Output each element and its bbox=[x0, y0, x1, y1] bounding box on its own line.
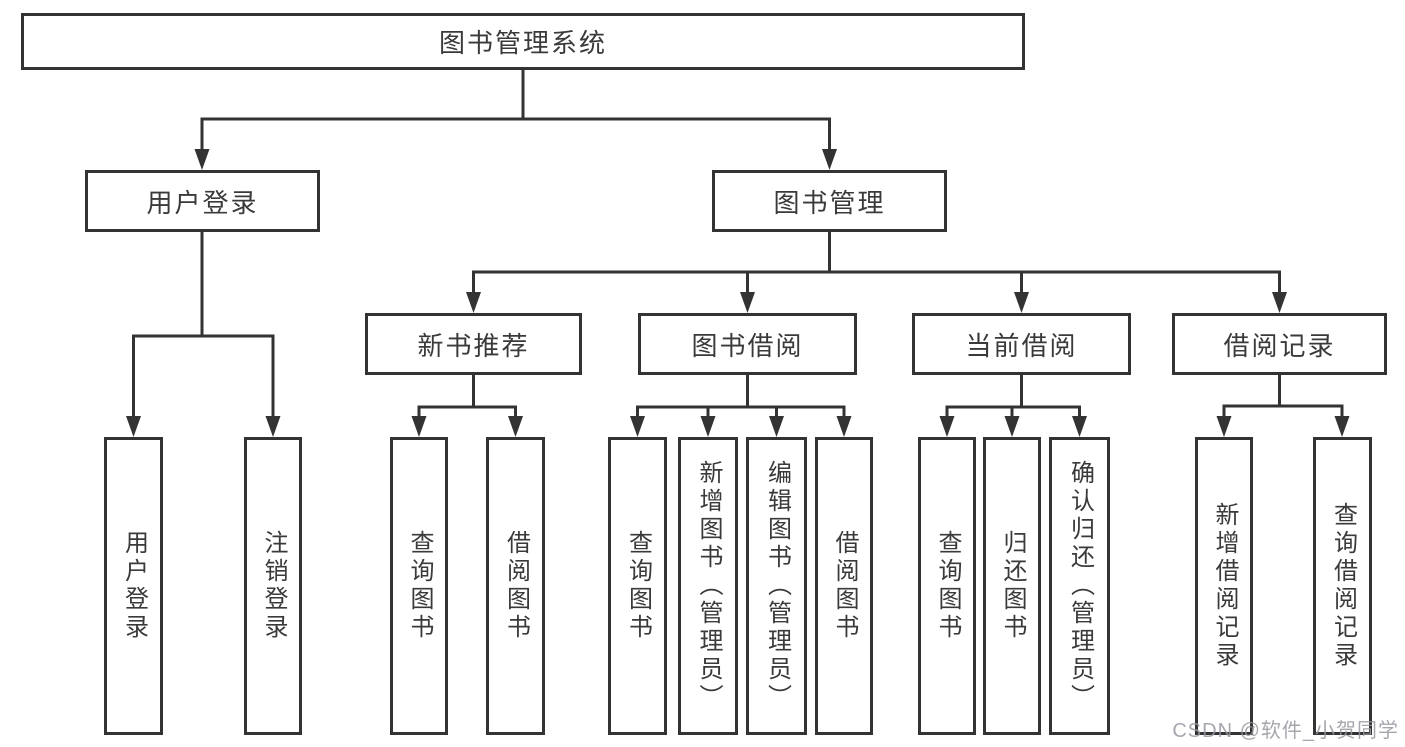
node-book-management: 图书管理 bbox=[712, 170, 947, 232]
leaf-user-login: 用户登录 bbox=[104, 437, 163, 735]
leaf-query-borrow-record: 查询借阅记录 bbox=[1313, 437, 1372, 735]
node-borrowing-records: 借阅记录 bbox=[1172, 313, 1387, 375]
node-user-login: 用户登录 bbox=[85, 170, 320, 232]
leaf-confirm-return-admin: 确认归还（管理员） bbox=[1049, 437, 1110, 735]
leaf-edit-books-admin: 编辑图书（管理员） bbox=[746, 437, 807, 735]
leaf-add-borrow-record: 新增借阅记录 bbox=[1195, 437, 1253, 735]
csdn-watermark: CSDN @软件_小贺同学 bbox=[1172, 720, 1399, 742]
node-library-management-system: 图书管理系统 bbox=[21, 13, 1025, 70]
leaf-borrow-books-recommend: 借阅图书 bbox=[486, 437, 545, 735]
leaf-borrow-books: 借阅图书 bbox=[815, 437, 873, 735]
leaf-add-books-admin: 新增图书（管理员） bbox=[678, 437, 738, 735]
leaf-query-books-current: 查询图书 bbox=[918, 437, 976, 735]
leaf-logout: 注销登录 bbox=[244, 437, 302, 735]
leaf-query-books-recommend: 查询图书 bbox=[390, 437, 448, 735]
arrowheads bbox=[126, 149, 1350, 437]
node-new-book-recommendation: 新书推荐 bbox=[365, 313, 582, 375]
node-book-borrowing: 图书借阅 bbox=[638, 313, 857, 375]
leaf-return-books: 归还图书 bbox=[983, 437, 1041, 735]
node-current-borrowing: 当前借阅 bbox=[912, 313, 1131, 375]
leaf-query-books-borrowing: 查询图书 bbox=[608, 437, 667, 735]
